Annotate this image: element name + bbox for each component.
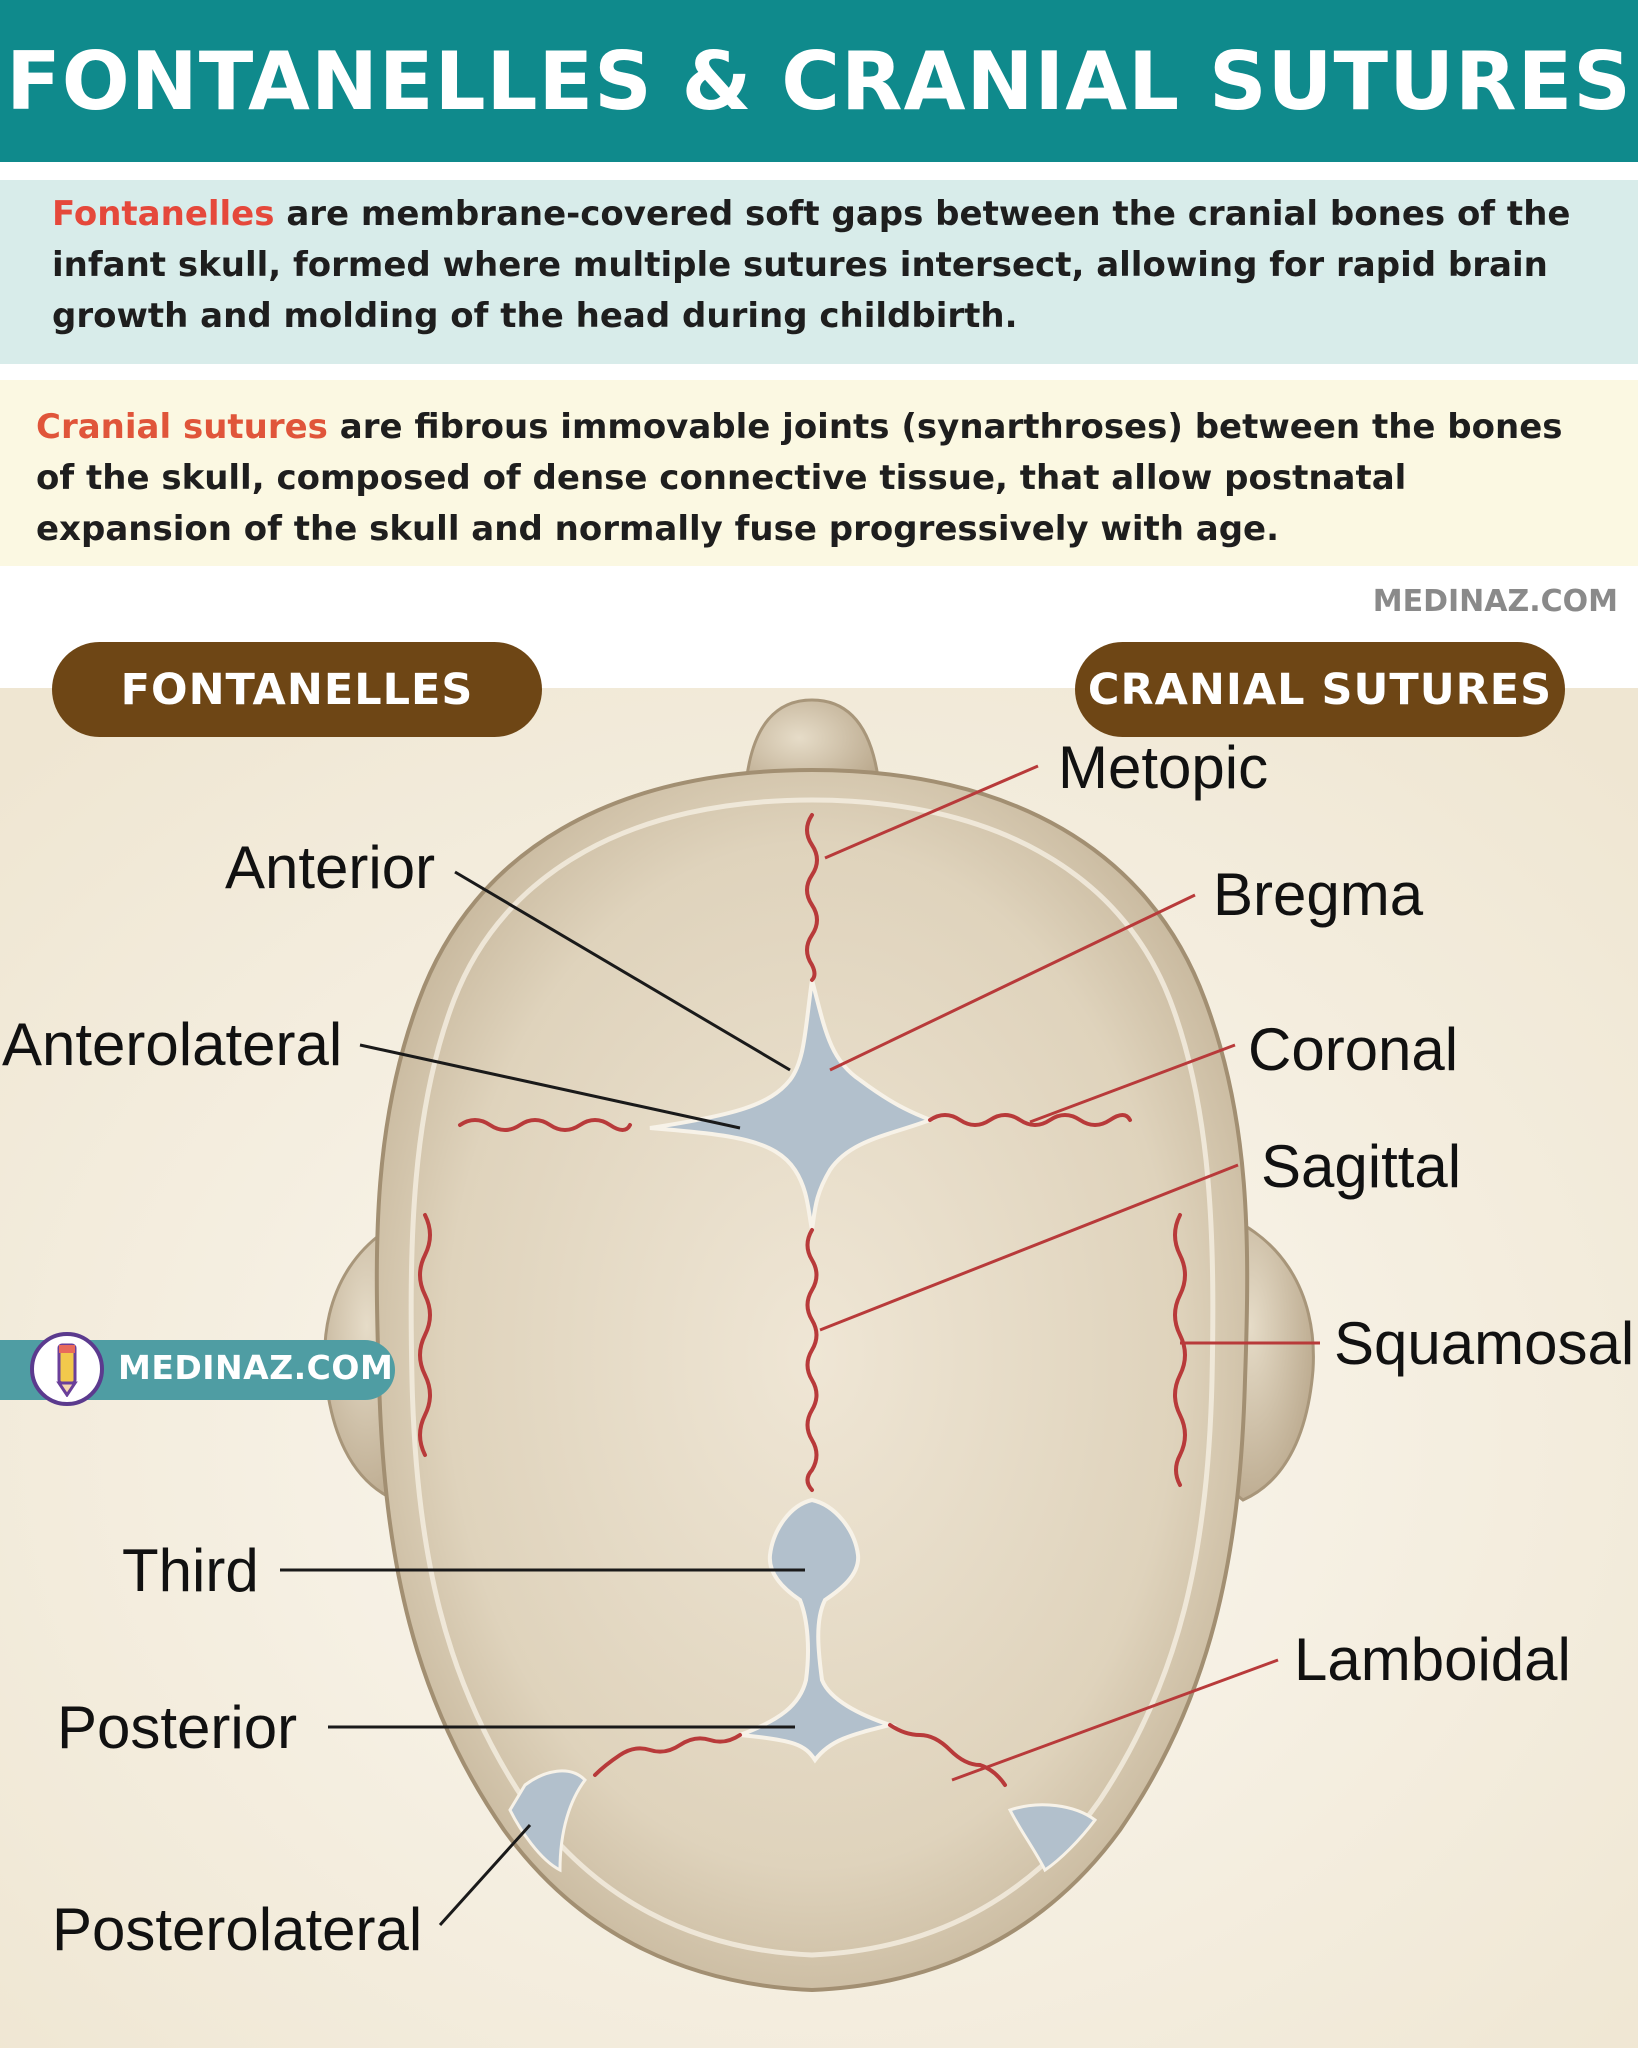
label-sagittal: Sagittal [1261, 1133, 1462, 1200]
fontanelles-section-pill: FONTANELLES [52, 642, 542, 737]
fontanelles-definition-text: are membrane-covered soft gaps between t… [52, 194, 1571, 336]
fontanelles-definition: Fontanelles are membrane-covered soft ga… [0, 180, 1638, 364]
title-bar: FONTANELLES & CRANIAL SUTURES [0, 0, 1638, 162]
label-squamosal: Squamosal [1334, 1310, 1635, 1377]
skull-diagram [0, 688, 1638, 2048]
fontanelles-term: Fontanelles [52, 194, 275, 234]
posterolateral-fontanelle-right [1007, 1803, 1098, 1873]
leader-coronal [1029, 1043, 1236, 1124]
posterolateral-fontanelle-left [508, 1769, 587, 1873]
label-posterolateral: Posterolateral [52, 1896, 423, 1963]
badge-text: MEDINAZ.COM [118, 1348, 394, 1387]
anterior-fontanelle [649, 979, 936, 1231]
leader-bregma [829, 893, 1196, 1072]
third-fontanelle [739, 1497, 898, 1764]
label-bregma: Bregma [1213, 861, 1424, 928]
lambdoid-suture-right [888, 1723, 1007, 1787]
label-posterior: Posterior [57, 1694, 298, 1761]
leader-anterolateral [359, 1043, 741, 1130]
leader-sagittal [819, 1163, 1239, 1332]
leader-lamboidal [951, 1658, 1279, 1782]
leader-metopic [824, 764, 1039, 860]
label-coronal: Coronal [1248, 1016, 1459, 1083]
leader-posterolateral [438, 1823, 532, 1927]
medinaz-badge[interactable]: MEDINAZ.COM [0, 1332, 395, 1406]
sutures-term: Cranial sutures [36, 407, 328, 447]
label-anterior: Anterior [225, 834, 436, 901]
label-lamboidal: Lamboidal [1294, 1626, 1571, 1693]
label-metopic: Metopic [1058, 734, 1269, 801]
squamosal-suture-right [1173, 1213, 1187, 1487]
label-third: Third [122, 1537, 259, 1604]
sagittal-suture [805, 1228, 819, 1492]
cranial-sutures-section-pill: CRANIAL SUTURES [1075, 642, 1565, 737]
leader-anterior [454, 870, 791, 1072]
sutures-definition-text: are fibrous immovable joints (synarthros… [36, 407, 1563, 549]
page-title: FONTANELLES & CRANIAL SUTURES [6, 34, 1632, 128]
metopic-suture [805, 813, 819, 982]
coronal-suture-left [458, 1118, 632, 1132]
lambdoid-suture-left [593, 1733, 742, 1777]
label-anterolateral: Anterolateral [2, 1011, 343, 1078]
skull-rim [408, 797, 1216, 1958]
sutures-definition: Cranial sutures are fibrous immovable jo… [0, 380, 1638, 566]
diagram-background [0, 688, 1638, 2048]
medinaz-logo-icon [30, 1332, 104, 1406]
squamosal-suture-left [418, 1213, 432, 1457]
watermark-top: MEDINAZ.COM [1372, 584, 1618, 619]
coronal-suture-right [928, 1113, 1132, 1127]
